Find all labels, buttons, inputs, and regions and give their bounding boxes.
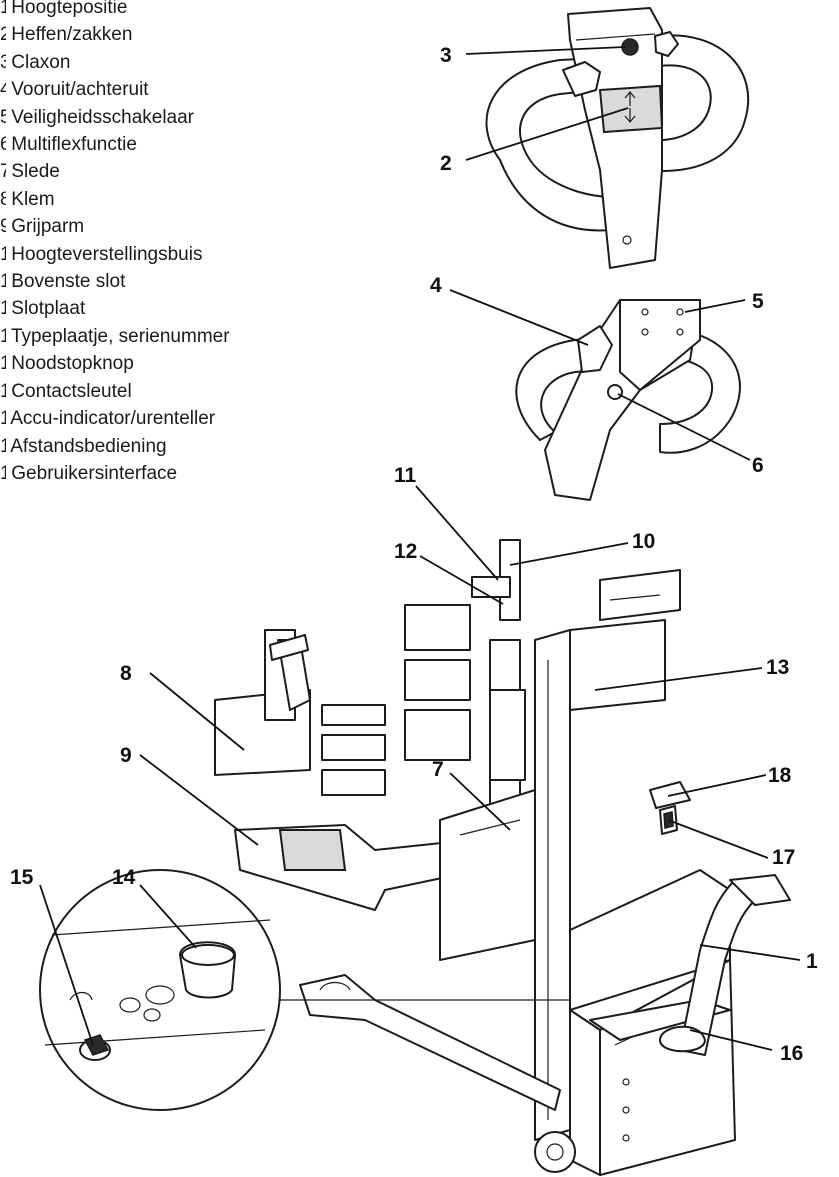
legend-number: 8. bbox=[0, 188, 6, 210]
legend-number: 9. bbox=[0, 216, 6, 238]
callout-13: 13 bbox=[766, 656, 789, 679]
legend-label: Hoogtepositie bbox=[11, 0, 128, 18]
callout-5: 5 bbox=[752, 290, 764, 313]
legend-number: 5. bbox=[0, 106, 6, 128]
callout-9: 9 bbox=[120, 744, 132, 767]
callout-6: 6 bbox=[752, 454, 764, 477]
legend-number: 3. bbox=[0, 51, 6, 73]
legend-number: 11. bbox=[0, 271, 6, 293]
legend-item: 14. Noodstopknop bbox=[0, 350, 230, 377]
callout-18: 18 bbox=[768, 764, 792, 787]
legend-list: 1. Hoogtepositie 2. Heffen/zakken 3. Cla… bbox=[0, 0, 230, 487]
legend-label: Accu-indicator/urenteller bbox=[10, 408, 216, 430]
legend-item: 12. Slotplaat bbox=[0, 295, 230, 322]
legend-item: 13. Typeplaatje, serienummer bbox=[0, 323, 230, 350]
legend-item: 15. Contactsleutel bbox=[0, 378, 230, 405]
callout-17: 17 bbox=[772, 846, 795, 869]
legend-item: 18. Gebruikersinterface bbox=[0, 460, 230, 487]
leader-lines bbox=[39, 46, 801, 1051]
legend-number: 12. bbox=[0, 298, 6, 320]
callout-12: 12 bbox=[394, 540, 417, 563]
legend-number: 10. bbox=[0, 243, 6, 265]
legend-item: 2. Heffen/zakken bbox=[0, 21, 230, 48]
legend-number: 2. bbox=[0, 24, 6, 46]
legend-label: Bovenste slot bbox=[11, 271, 126, 293]
callout-15: 15 bbox=[10, 866, 34, 889]
legend-item: 10. Hoogteverstellingsbuis bbox=[0, 241, 230, 268]
legend-item: 3. Claxon bbox=[0, 49, 230, 76]
machine-body bbox=[214, 539, 791, 1176]
callout-11: 11 bbox=[394, 464, 417, 487]
legend-item: 4. Vooruit/achteruit bbox=[0, 76, 230, 103]
legend-number: 15. bbox=[0, 380, 6, 402]
legend-item: 1. Hoogtepositie bbox=[0, 0, 230, 21]
legend-label: Hoogteverstellingsbuis bbox=[11, 243, 203, 265]
tiller-head-top bbox=[485, 7, 750, 269]
legend-item: 16. Accu-indicator/urenteller bbox=[0, 405, 230, 432]
legend-number: 13. bbox=[0, 325, 6, 347]
legend-label: Slotplaat bbox=[11, 298, 86, 320]
callout-14: 14 bbox=[112, 866, 136, 889]
legend-label: Veiligheidsschakelaar bbox=[11, 106, 195, 128]
legend-label: Afstandsbediening bbox=[10, 435, 167, 457]
callout-16: 16 bbox=[780, 1042, 803, 1065]
legend-number: 17. bbox=[0, 435, 6, 457]
legend-number: 6. bbox=[0, 134, 6, 156]
legend-item: 17. Afstandsbediening bbox=[0, 433, 230, 460]
legend-number: 18. bbox=[0, 462, 6, 484]
legend-item: 6. Multiflexfunctie bbox=[0, 131, 230, 158]
legend-number: 16. bbox=[0, 408, 6, 430]
callout-labels: 3 2 4 5 6 11 10 12 13 8 18 7 17 9 15 14 … bbox=[10, 44, 818, 1065]
legend-item: 8. Klem bbox=[0, 186, 230, 213]
legend-number: 14. bbox=[0, 353, 6, 375]
detail-inset bbox=[39, 869, 570, 1111]
callout-10: 10 bbox=[632, 530, 655, 553]
legend-label: Grijparm bbox=[11, 216, 85, 238]
callout-8: 8 bbox=[120, 662, 132, 685]
legend-label: Vooruit/achteruit bbox=[11, 79, 149, 101]
legend-label: Noodstopknop bbox=[11, 353, 134, 375]
legend-item: 11. Bovenste slot bbox=[0, 268, 230, 295]
legend-item: 9. Grijparm bbox=[0, 213, 230, 240]
tiller-head-middle bbox=[515, 299, 741, 501]
legend-label: Slede bbox=[11, 161, 60, 183]
legend-number: 7. bbox=[0, 161, 6, 183]
callout-2: 2 bbox=[440, 152, 452, 175]
legend-item: 5. Veiligheidsschakelaar bbox=[0, 104, 230, 131]
legend-label: Heffen/zakken bbox=[11, 24, 133, 46]
legend-label: Gebruikersinterface bbox=[11, 462, 178, 484]
legend-number: 1. bbox=[0, 0, 6, 18]
callout-3: 3 bbox=[440, 44, 452, 67]
callout-4: 4 bbox=[430, 274, 442, 297]
legend-label: Multiflexfunctie bbox=[11, 134, 137, 156]
callout-7: 7 bbox=[432, 758, 444, 781]
callout-1: 1 bbox=[806, 950, 818, 973]
legend-label: Typeplaatje, serienummer bbox=[10, 325, 230, 347]
legend-label: Klem bbox=[11, 188, 55, 210]
legend-item: 7. Slede bbox=[0, 158, 230, 185]
legend-label: Claxon bbox=[11, 51, 71, 73]
legend-number: 4. bbox=[0, 79, 6, 101]
legend-label: Contactsleutel bbox=[11, 380, 132, 402]
